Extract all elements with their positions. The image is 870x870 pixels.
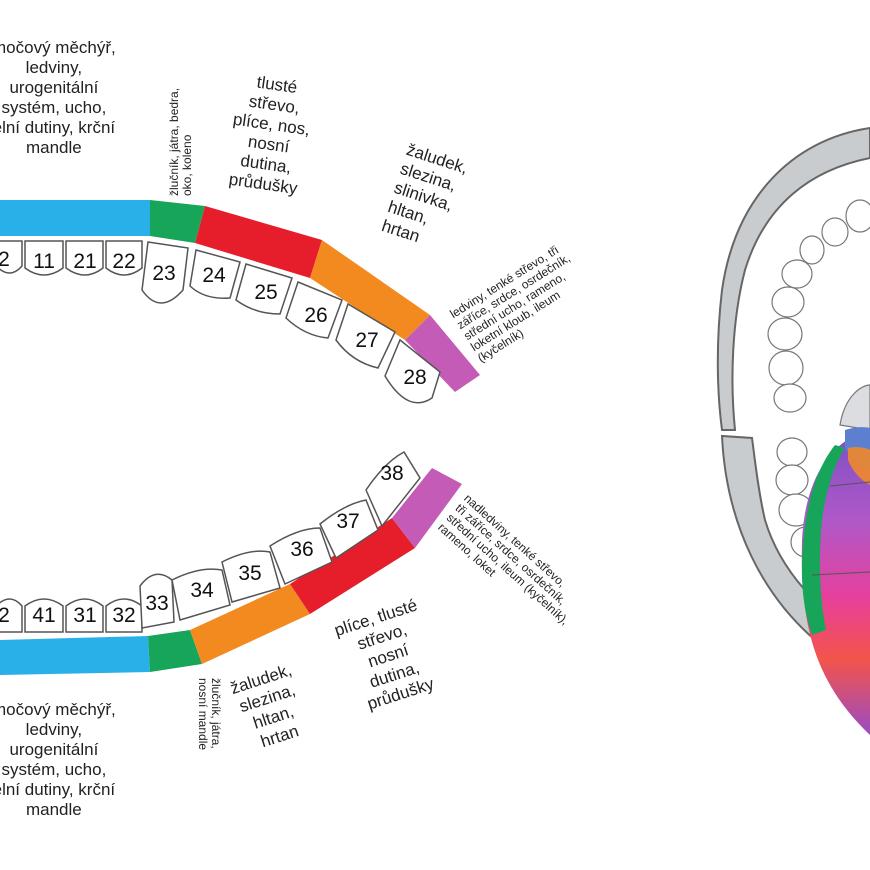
- upper-band-blue: [0, 200, 150, 236]
- lower-band-green: [148, 630, 202, 672]
- tooth-number: 24: [202, 264, 226, 287]
- tooth-lower: 34: [171, 568, 231, 621]
- tooth-number: 33: [145, 592, 168, 615]
- lower-label-green: žlučník, játra, nosní mandle: [196, 678, 223, 751]
- tooth-number: 28: [403, 366, 426, 389]
- tooth-lower: 38: [365, 451, 421, 528]
- upper-band-green: [150, 200, 205, 243]
- tooth-upper: 24: [189, 249, 241, 299]
- upper-label-red: tlusté střevo, plíce, nos, nosní dutina,…: [227, 72, 312, 199]
- tooth-number: 32: [112, 604, 135, 627]
- tooth-upper: 22: [105, 240, 143, 276]
- lower-band-red: [290, 518, 415, 614]
- tooth-upper: 28: [384, 338, 441, 404]
- tooth-upper: 26: [285, 281, 343, 339]
- tooth-number: 2: [0, 248, 10, 271]
- upper-jaw: 2 11 21 22 23 24 25 26 27 28: [0, 200, 480, 404]
- tooth-number: 11: [33, 250, 55, 273]
- tooth-number: 37: [336, 510, 359, 533]
- tooth-upper: 23: [141, 241, 189, 304]
- tooth-upper: 27: [335, 302, 396, 369]
- tooth-number: 27: [355, 329, 378, 352]
- lower-band-orange: [190, 584, 310, 664]
- tooth-number: 2: [0, 604, 10, 627]
- tooth-number: 21: [73, 250, 96, 273]
- upper-band-violet: [405, 315, 480, 392]
- tooth-lower: 31: [65, 598, 104, 633]
- tooth-upper: 2: [0, 240, 23, 274]
- tooth-number: 23: [152, 262, 175, 285]
- tooth-lower: 32: [105, 598, 143, 633]
- tooth-number: 22: [112, 250, 135, 273]
- tooth-lower: 41: [24, 598, 64, 633]
- lower-teeth-row: 2 41 31 32 33 34 35 36 37 38: [0, 451, 421, 633]
- upper-teeth-arch: [767, 199, 870, 413]
- upper-lip: [716, 126, 870, 431]
- tooth-lower: 33: [139, 573, 175, 629]
- tongue-divider: [829, 481, 870, 487]
- tooth-lower: 37: [319, 499, 379, 560]
- upper-label-green: žlučník, játra, bedra, oko, koleno: [167, 87, 194, 196]
- tongue-green-edge: [801, 445, 845, 635]
- tooth-upper: 11: [24, 240, 64, 276]
- uvula: [839, 384, 870, 431]
- tooth-number: 35: [238, 562, 261, 585]
- upper-band-orange: [310, 240, 430, 340]
- tooth-number: 34: [190, 579, 214, 602]
- tooth-number: 25: [254, 281, 277, 304]
- tooth-lower: 36: [269, 527, 333, 586]
- upper-label-blue: močový měchýř, ledviny, urogenitální sys…: [0, 38, 116, 157]
- lower-jaw: 2 41 31 32 33 34 35 36 37 38: [0, 451, 462, 675]
- lower-band-blue: [0, 636, 150, 675]
- tooth-number: 41: [32, 604, 55, 627]
- upper-band-red: [195, 206, 322, 278]
- tongue-orange-patch: [848, 447, 870, 485]
- tooth-number: 31: [73, 604, 96, 627]
- tooth-number: 26: [304, 304, 327, 327]
- tooth-number: 38: [380, 462, 403, 485]
- lower-band-violet: [392, 468, 462, 548]
- mouth-illustration: [716, 126, 870, 735]
- tooth-upper: 21: [65, 240, 104, 276]
- upper-teeth-row: 2 11 21 22 23 24 25 26 27 28: [0, 240, 441, 404]
- lower-label-blue: močový měchýř, ledviny, urogenitální sys…: [0, 700, 116, 819]
- tooth-lower: 2: [0, 598, 23, 633]
- tooth-number: 36: [290, 538, 313, 561]
- tooth-upper: 25: [235, 263, 293, 315]
- tongue-divider: [811, 571, 870, 576]
- tooth-lower: 35: [221, 550, 281, 603]
